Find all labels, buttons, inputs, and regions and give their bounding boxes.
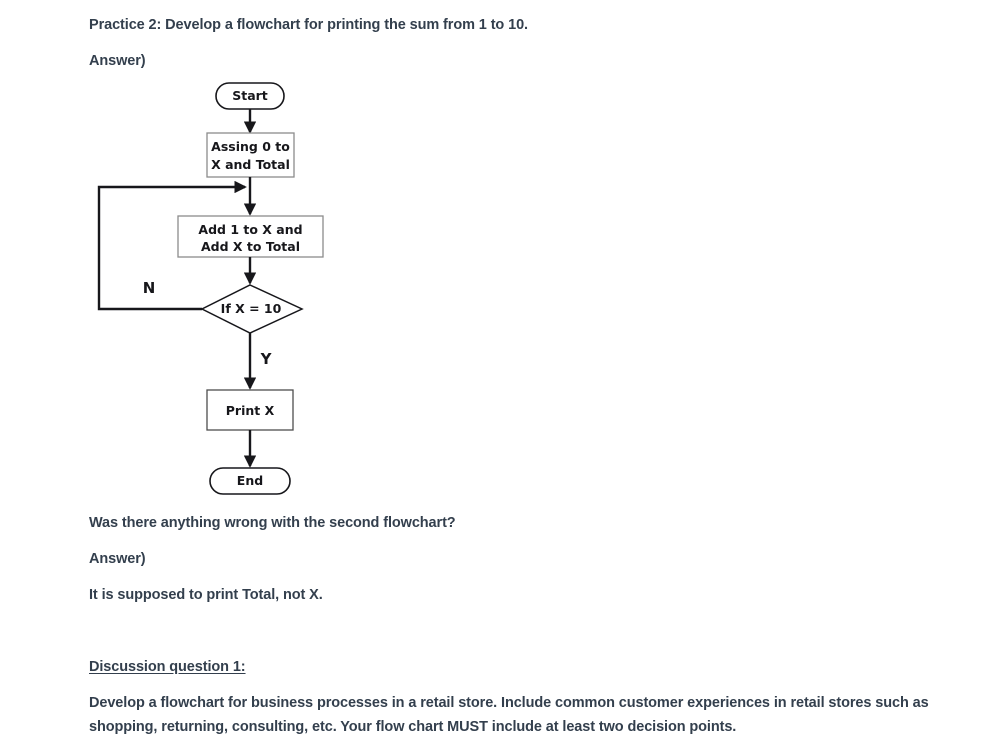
flow-edge-loop-back (97, 180, 247, 311)
flow-node-add-label-line-1: Add 1 to X and (198, 222, 302, 237)
flow-node-start-label: Start (232, 88, 268, 103)
flow-branch-label-yes: Y (260, 350, 273, 368)
flow-node-add: Add 1 to X and Add X to Total (177, 215, 324, 258)
discussion-question-body: Develop a flowchart for business process… (89, 695, 929, 735)
flow-node-print: Print X (206, 389, 294, 431)
answer-label-1: Answer) (89, 53, 146, 69)
flow-branch-label-no: N (143, 279, 156, 297)
practice-prompt: Practice 2: Develop a flowchart for prin… (89, 17, 528, 33)
discussion-question-heading: Discussion question 1: (89, 659, 246, 675)
answer-body-2: It is supposed to print Total, not X. (89, 587, 323, 603)
second-flowchart-question: Was there anything wrong with the second… (89, 515, 456, 531)
flow-node-print-label: Print X (226, 403, 275, 418)
flow-node-end-label: End (237, 473, 263, 488)
answer-label-2: Answer) (89, 551, 146, 567)
flow-node-start: Start (215, 82, 285, 110)
flow-node-init-label-line-1: Assing 0 to (211, 139, 290, 154)
flow-node-add-label-line-2: Add X to Total (201, 239, 300, 254)
flow-node-decide: If X = 10 (200, 284, 304, 334)
flow-node-init: Assing 0 to X and Total (206, 132, 295, 178)
flow-node-end: End (209, 467, 291, 495)
flowchart-figure: Start Assing 0 to X and Total N Add 1 to… (85, 75, 345, 505)
flow-node-init-label-line-2: X and Total (211, 157, 290, 172)
flow-node-decide-label: If X = 10 (221, 301, 282, 316)
